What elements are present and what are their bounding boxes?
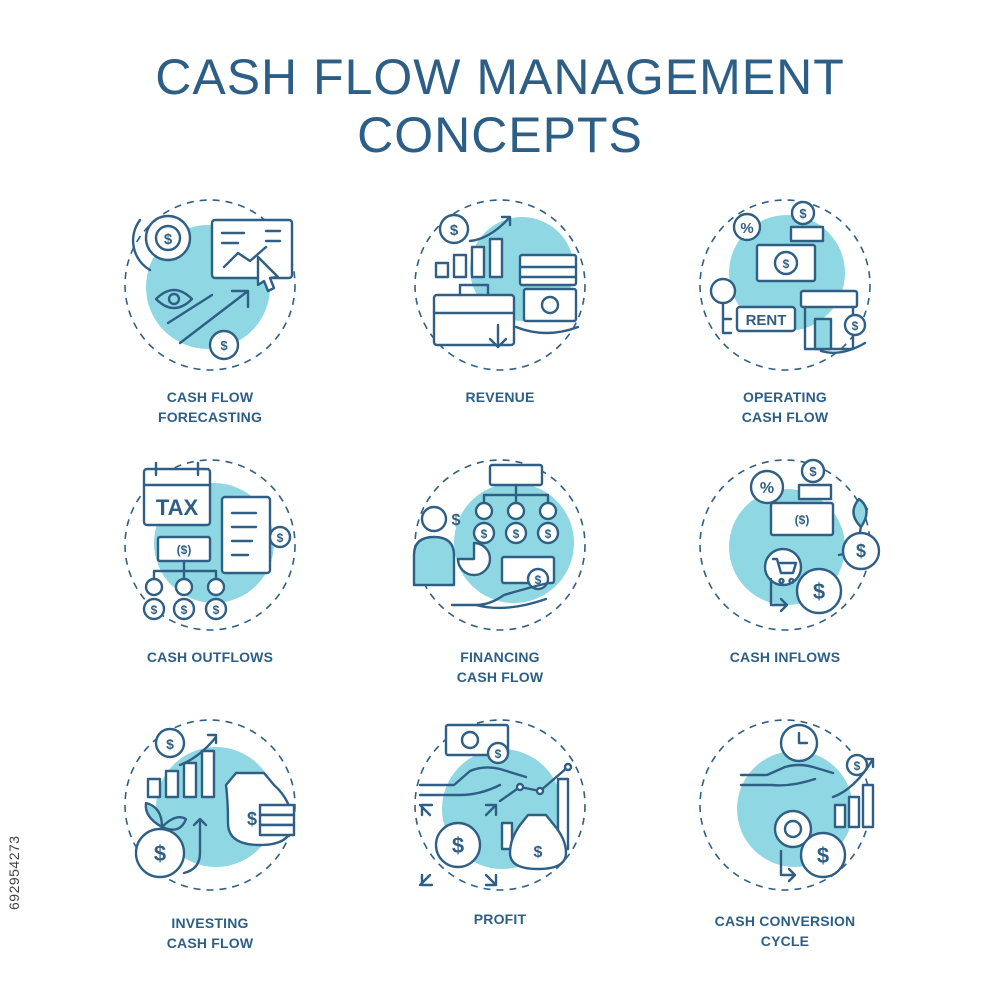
- svg-text:$: $: [452, 833, 464, 858]
- svg-text:$: $: [164, 231, 173, 248]
- cash-inflows-icon: $ % ($) $ $: [699, 458, 881, 631]
- svg-text:$: $: [213, 603, 220, 617]
- svg-text:$: $: [450, 222, 459, 239]
- revenue-icon: $: [414, 199, 586, 371]
- svg-text:$: $: [534, 844, 543, 861]
- cash-outflows-icon: TAX $ ($) $ $ $: [124, 459, 296, 631]
- svg-text:$: $: [852, 319, 859, 333]
- svg-text:$: $: [181, 603, 188, 617]
- svg-text:$: $: [151, 603, 158, 617]
- svg-text:%: %: [740, 220, 753, 237]
- page-title: CASH FLOW MANAGEMENT CONCEPTS: [0, 48, 1000, 164]
- svg-text:($): ($): [795, 513, 810, 527]
- rent-sign: RENT: [746, 312, 787, 329]
- label-cash-outflows: CASH OUTFLOWS: [146, 649, 274, 665]
- svg-text:$: $: [277, 531, 284, 545]
- label-operating-cash-flow: OPERATING CASH FLOW: [741, 389, 829, 425]
- stock-id: 692954273: [6, 835, 22, 910]
- svg-text:$: $: [247, 809, 257, 829]
- svg-text:$: $: [513, 527, 520, 541]
- svg-text:$: $: [535, 573, 542, 587]
- svg-text:$: $: [817, 843, 829, 868]
- label-cash-conversion-cycle: CASH CONVERSION CYCLE: [714, 913, 856, 949]
- label-revenue: REVENUE: [465, 389, 535, 405]
- tile-revenue: $ REVENUE: [370, 195, 630, 465]
- svg-text:$: $: [854, 759, 861, 773]
- cash-conversion-cycle-icon: $ $: [699, 719, 875, 891]
- svg-text:$: $: [220, 338, 228, 353]
- label-cash-inflows: CASH INFLOWS: [729, 649, 841, 665]
- svg-text:$: $: [809, 464, 817, 479]
- title-line-1: CASH FLOW MANAGEMENT: [155, 49, 845, 105]
- label-investing-cash-flow: INVESTING CASH FLOW: [166, 915, 254, 951]
- tile-cash-conversion-cycle: $ $ CASH CONVERSION CYCLE: [655, 715, 915, 985]
- profit-icon: $ $ $: [414, 719, 586, 891]
- tile-operating-cash-flow: % $ $ RENT $ OPERATING CASH FLOW: [655, 195, 915, 465]
- svg-text:$: $: [856, 541, 866, 561]
- svg-text:$: $: [166, 736, 174, 752]
- svg-text:$: $: [495, 747, 502, 761]
- investing-cash-flow-icon: $ $ $: [124, 719, 296, 891]
- title-line-2: CONCEPTS: [357, 107, 643, 163]
- svg-text:$: $: [545, 527, 552, 541]
- tile-profit: $ $ $ PROFIT: [370, 715, 630, 985]
- financing-cash-flow-icon: $ $ $ $ $: [412, 459, 586, 631]
- operating-cash-flow-icon: % $ $ RENT $: [699, 199, 871, 371]
- tile-financing-cash-flow: $ $ $ $ $ FINANCING CASH FLOW: [370, 455, 630, 725]
- svg-text:%: %: [760, 480, 774, 497]
- svg-text:$: $: [481, 527, 488, 541]
- svg-text:$: $: [799, 206, 807, 221]
- label-cash-flow-forecasting: CASH FLOW FORECASTING: [157, 389, 263, 425]
- svg-text:$: $: [452, 512, 461, 529]
- svg-text:($): ($): [177, 543, 192, 557]
- tax-sign: TAX: [156, 495, 199, 520]
- tile-cash-inflows: $ % ($) $ $ CASH INFLOWS: [655, 455, 915, 725]
- cash-flow-forecasting-icon: $ $: [124, 199, 296, 371]
- svg-text:$: $: [783, 257, 790, 271]
- tile-investing-cash-flow: $ $ $ INVESTING CASH FLOW: [80, 715, 340, 985]
- svg-text:$: $: [813, 579, 825, 604]
- tile-cash-outflows: TAX $ ($) $ $ $ CASH OUTFLOWS: [80, 455, 340, 725]
- label-profit: PROFIT: [473, 911, 527, 927]
- tile-cash-flow-forecasting: $ $ CASH FLOW FORECASTING: [80, 195, 340, 465]
- svg-text:$: $: [154, 841, 166, 866]
- label-financing-cash-flow: FINANCING CASH FLOW: [456, 649, 544, 685]
